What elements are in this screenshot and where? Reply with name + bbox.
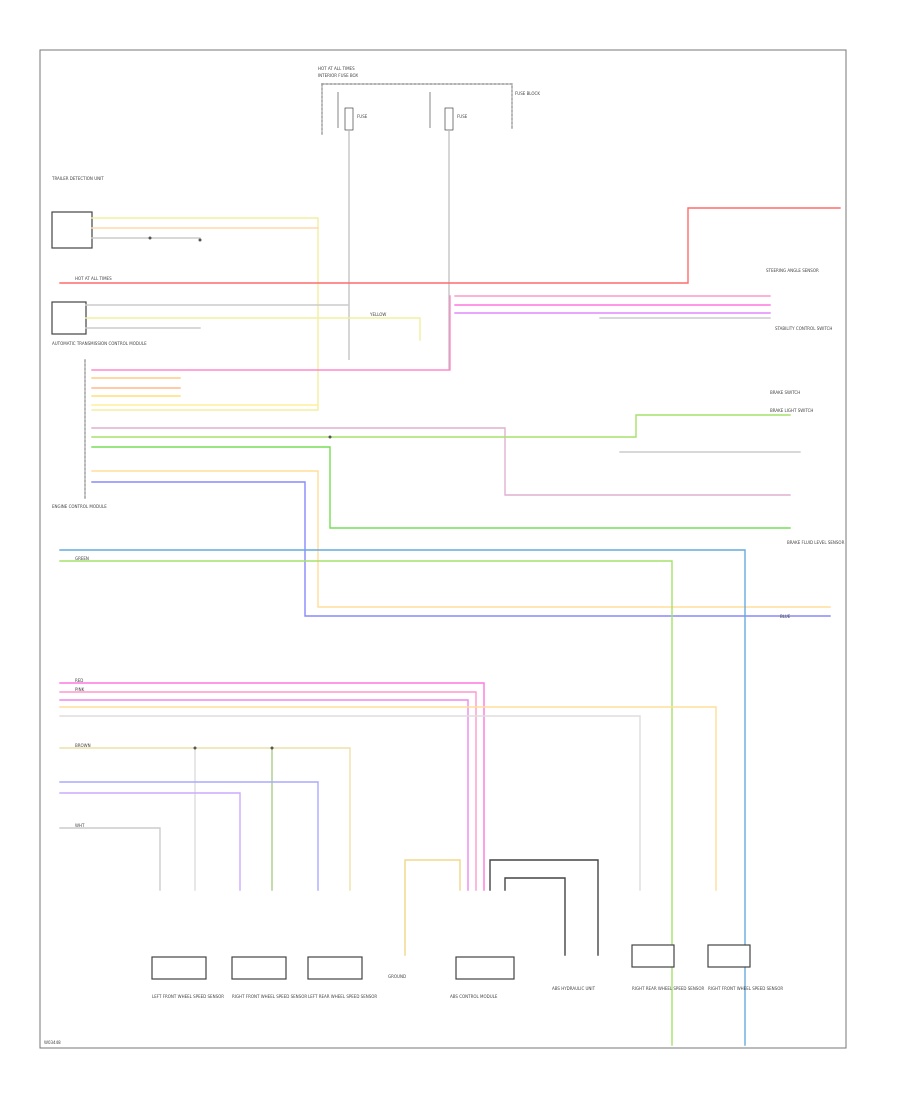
red-label: RED xyxy=(75,678,83,683)
blue-label: BLUE xyxy=(780,614,791,619)
wht-label: WHT xyxy=(75,823,85,828)
left-modules: TRAILER DETECTION UNIT AUTOMATIC TRANSMI… xyxy=(51,176,147,509)
fuse-note-label: FUSE BLOCK xyxy=(515,91,540,96)
abs-module-box xyxy=(455,956,515,980)
ground-label: GROUND xyxy=(388,974,406,979)
left-rear-sensor-box xyxy=(307,956,363,980)
fuse-a-label: FUSE xyxy=(357,114,368,119)
abs-module-label: ABS CONTROL MODULE xyxy=(450,994,498,999)
hydraulic-unit-label: ABS HYDRAULIC UNIT xyxy=(552,986,596,991)
wires-mid: BRAKE SWITCH BRAKE LIGHT SWITCH BRAKE FL… xyxy=(59,377,845,1046)
right-front-sensor-box xyxy=(231,956,287,980)
fuse-box-group: HOT AT ALL TIMES INTERIOR FUSE BOX FUSE … xyxy=(318,66,540,370)
power-label: HOT AT ALL TIMES xyxy=(318,66,355,71)
wires-lower: RED PINK BROWN WHT xyxy=(59,678,717,956)
left-front-sensor-box xyxy=(151,956,207,980)
pink-label: PINK xyxy=(75,687,85,692)
fuse-b xyxy=(444,107,454,131)
left-rear-label: LEFT REAR WHEEL SPEED SENSOR xyxy=(308,994,377,999)
fuse-a xyxy=(344,107,354,131)
wires-top: HOT AT ALL TIMES YELLOW STEERING ANGLE S… xyxy=(59,207,841,411)
auto-trans-label: AUTOMATIC TRANSMISSION CONTROL MODULE xyxy=(52,341,147,346)
page-ref: W03448 xyxy=(44,1040,61,1045)
steering-label: STEERING ANGLE SENSOR xyxy=(766,268,819,273)
left-front-label: LEFT FRONT WHEEL SPEED SENSOR xyxy=(152,994,224,999)
stability-label: STABILITY CONTROL SWITCH xyxy=(775,326,832,331)
right-front-sensor2-label: RIGHT FRONT WHEEL SPEED SENSOR xyxy=(708,986,783,991)
hot-label: HOT AT ALL TIMES xyxy=(75,276,112,281)
yellow-label: YELLOW xyxy=(369,312,386,317)
hydraulic-box xyxy=(707,944,751,968)
brake-switch-label: BRAKE SWITCH xyxy=(770,390,800,395)
trailer-ecu-label: TRAILER DETECTION UNIT xyxy=(51,176,104,181)
fuse-b-label: FUSE xyxy=(457,114,468,119)
right-rear-sensor-box xyxy=(631,944,675,968)
brake-light-label: BRAKE LIGHT SWITCH xyxy=(770,408,813,413)
green-label: GREEN xyxy=(75,556,89,561)
right-front-label: RIGHT FRONT WHEEL SPEED SENSOR xyxy=(232,994,307,999)
engine-ecu-label: ENGINE CONTROL MODULE xyxy=(52,504,107,509)
trailer-ecu-box xyxy=(51,211,93,249)
brake-fluid-label: BRAKE FLUID LEVEL SENSOR xyxy=(787,540,845,545)
fuse-box-outline xyxy=(321,83,513,131)
bottom-components: LEFT FRONT WHEEL SPEED SENSOR RIGHT FRON… xyxy=(151,944,783,999)
brown-label: BROWN xyxy=(75,743,91,748)
right-rear-label: RIGHT REAR WHEEL SPEED SENSOR xyxy=(632,986,704,991)
auto-trans-box xyxy=(51,301,87,335)
fuse-box-label: INTERIOR FUSE BOX xyxy=(318,73,358,78)
page-frame xyxy=(39,49,847,1049)
red-wire xyxy=(59,207,841,284)
